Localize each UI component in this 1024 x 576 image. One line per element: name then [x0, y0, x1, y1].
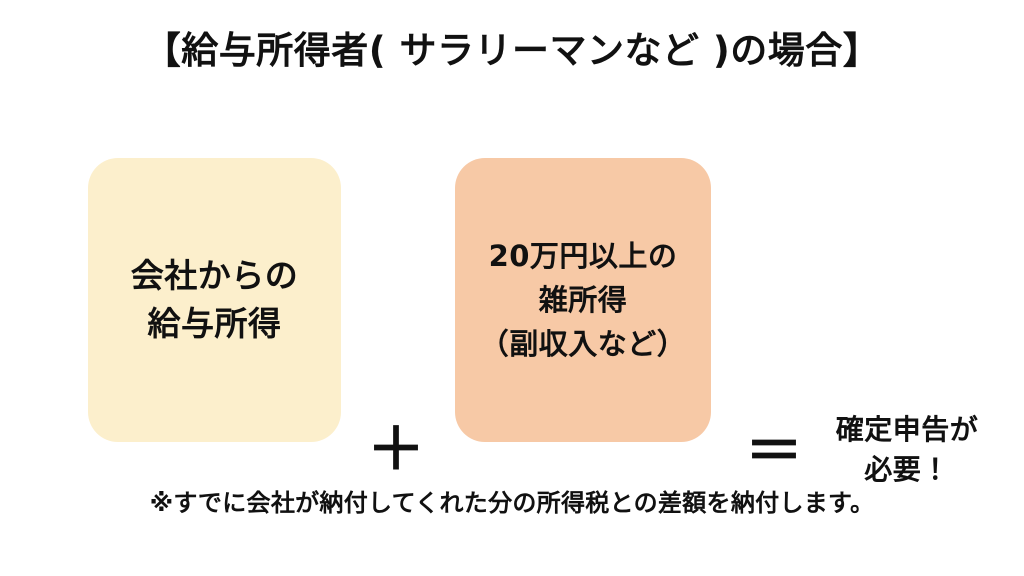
footnote: ※すでに会社が納付してくれた分の所得税との差額を納付します。	[149, 489, 875, 517]
card-misc-income-line-1: 20万円以上の	[488, 239, 678, 273]
result-text: 確定申告が 必要！	[812, 410, 1002, 490]
card-salary-income-line-2: 給与所得	[147, 304, 282, 343]
card-misc-income-text: 20万円以上の 雑所得 （副収入など）	[470, 234, 697, 366]
card-salary-income-line-1: 会社からの	[130, 256, 299, 295]
card-misc-income-line-2: 雑所得	[538, 283, 628, 317]
equals-operator-icon: ＝	[744, 417, 803, 485]
card-salary-income-text: 会社からの 給与所得	[121, 252, 309, 348]
card-salary-income: 会社からの 給与所得	[88, 158, 341, 442]
result-text-line-2: 必要！	[864, 453, 950, 486]
result-text-line-1: 確定申告が	[835, 413, 979, 446]
equation-row: 会社からの 給与所得 ＋ 20万円以上の 雑所得 （副収入など） ＝ 確定申告が…	[0, 158, 1024, 486]
plus-operator-icon: ＋	[366, 415, 425, 483]
card-misc-income: 20万円以上の 雑所得 （副収入など）	[455, 158, 711, 442]
card-misc-income-line-3: （副収入など）	[479, 327, 687, 361]
page-title: 【給与所得者( サラリーマンなど )の場合】	[143, 29, 881, 72]
